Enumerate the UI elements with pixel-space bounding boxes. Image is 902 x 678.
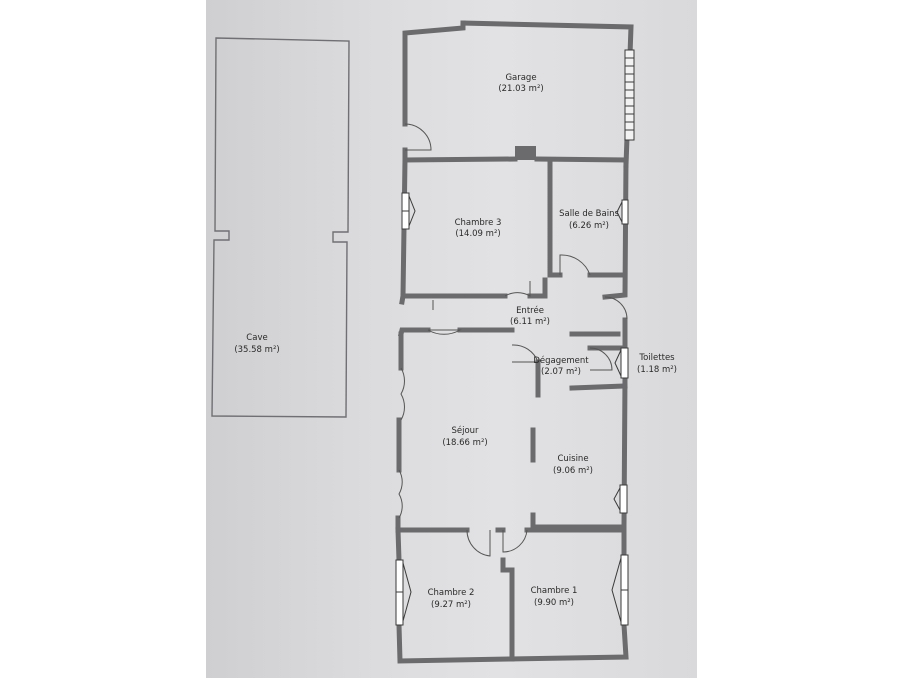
room-name-garage: Garage xyxy=(505,73,536,83)
room-area-chambre-1: (9.90 m²) xyxy=(534,598,574,608)
cave-outline xyxy=(211,37,350,418)
garage-door xyxy=(624,49,635,141)
room-area-entree: (6.11 m²) xyxy=(510,317,550,327)
room-name-cave: Cave xyxy=(246,333,267,343)
room-name-salle-de-bains: Salle de Bains xyxy=(559,209,619,219)
room-area-sejour: (18.66 m²) xyxy=(442,438,487,448)
room-area-chambre-3: (14.09 m²) xyxy=(455,229,500,239)
room-name-chambre-2: Chambre 2 xyxy=(428,588,475,598)
windows xyxy=(395,192,629,626)
room-area-degagement: (2.07 m²) xyxy=(541,367,581,377)
room-name-entree: Entrée xyxy=(516,305,544,316)
room-name-chambre-3: Chambre 3 xyxy=(455,218,502,228)
room-area-cuisine: (9.06 m²) xyxy=(553,466,593,476)
paper-sheet xyxy=(206,0,697,678)
door-swings xyxy=(398,123,628,557)
room-area-salle-de-bains: (6.26 m²) xyxy=(569,221,609,231)
room-area-toilettes: (1.18 m²) xyxy=(637,365,677,375)
walls xyxy=(395,20,634,664)
room-name-cuisine: Cuisine xyxy=(557,454,588,464)
room-name-chambre-1: Chambre 1 xyxy=(531,586,578,596)
room-labels: Garage (21.03 m²) Chambre 3 (14.09 m²) S… xyxy=(234,73,677,610)
room-name-sejour: Séjour xyxy=(451,425,479,436)
room-area-chambre-2: (9.27 m²) xyxy=(431,600,471,610)
room-area-garage: (21.03 m²) xyxy=(498,84,543,94)
room-name-toilettes: Toilettes xyxy=(638,353,675,363)
room-area-cave: (35.58 m²) xyxy=(234,345,279,355)
chimney xyxy=(515,146,536,160)
room-name-degagement: Dégagement xyxy=(533,355,589,366)
